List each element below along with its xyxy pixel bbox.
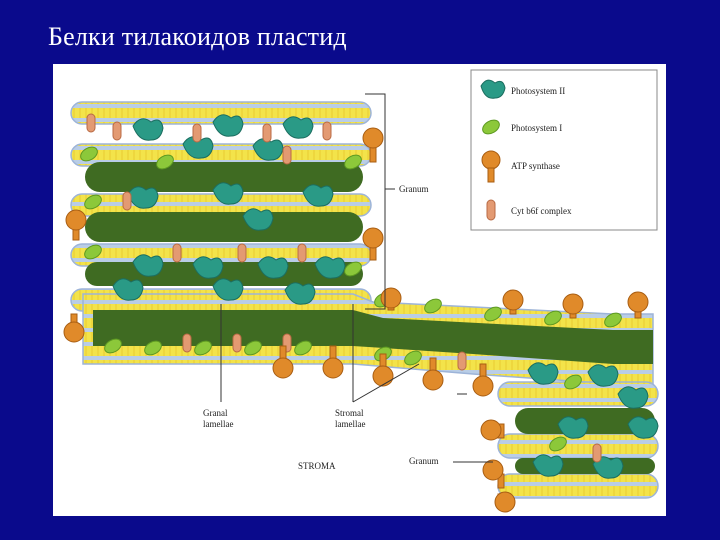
cyt-b6f xyxy=(113,122,121,140)
photosystem-ii xyxy=(133,119,163,140)
cyt-b6f xyxy=(173,244,181,262)
cyt-b6f xyxy=(183,334,191,352)
cyt-b6f xyxy=(233,334,241,352)
atp-synthase xyxy=(481,420,504,440)
thylakoid-diagram: Granum Granal lamellae Stromal lamellae … xyxy=(53,64,666,516)
cyt-b6f xyxy=(263,124,271,142)
granal-lamellae-label-line2: lamellae xyxy=(203,419,233,429)
membrane-band xyxy=(498,474,658,498)
atp-synthase xyxy=(483,460,504,488)
granal-lamellae-label-line1: Granal xyxy=(203,408,228,418)
cyt-b6f xyxy=(193,124,201,142)
atp-synthase xyxy=(495,492,515,512)
cyt-b6f xyxy=(87,114,95,132)
stromal-lamellae-label-line2: lamellae xyxy=(335,419,365,429)
legend-label-atp: ATP synthase xyxy=(511,161,560,171)
salmon-capsule-icon xyxy=(487,200,495,220)
thylakoid-lumen xyxy=(85,212,363,242)
cyt-b6f xyxy=(298,244,306,262)
granum-label-top: Granum xyxy=(399,184,429,194)
stroma-label: STROMA xyxy=(298,461,336,471)
legend: Photosystem II Photosystem I ATP synthas… xyxy=(471,70,657,230)
cyt-b6f xyxy=(238,244,246,262)
cyt-b6f xyxy=(283,146,291,164)
stromal-lamellae-label-line1: Stromal xyxy=(335,408,364,418)
atp-synthase xyxy=(66,210,86,240)
cyt-b6f xyxy=(123,192,131,210)
thylakoid-figure: Granum Granal lamellae Stromal lamellae … xyxy=(53,64,666,516)
granum-label-bottom: Granum xyxy=(409,456,439,466)
legend-label-psii: Photosystem II xyxy=(511,86,565,96)
slide-title: Белки тилакоидов пластид xyxy=(48,22,347,52)
cyt-b6f xyxy=(593,444,601,462)
photosystem-ii xyxy=(528,363,558,384)
cyt-b6f xyxy=(458,352,466,370)
legend-label-psi: Photosystem I xyxy=(511,123,562,133)
legend-label-cyt: Cyt b6f complex xyxy=(511,206,572,216)
photosystem-ii xyxy=(213,115,243,136)
photosystem-ii xyxy=(283,117,313,138)
atp-synthase xyxy=(64,314,84,342)
cyt-b6f xyxy=(323,122,331,140)
